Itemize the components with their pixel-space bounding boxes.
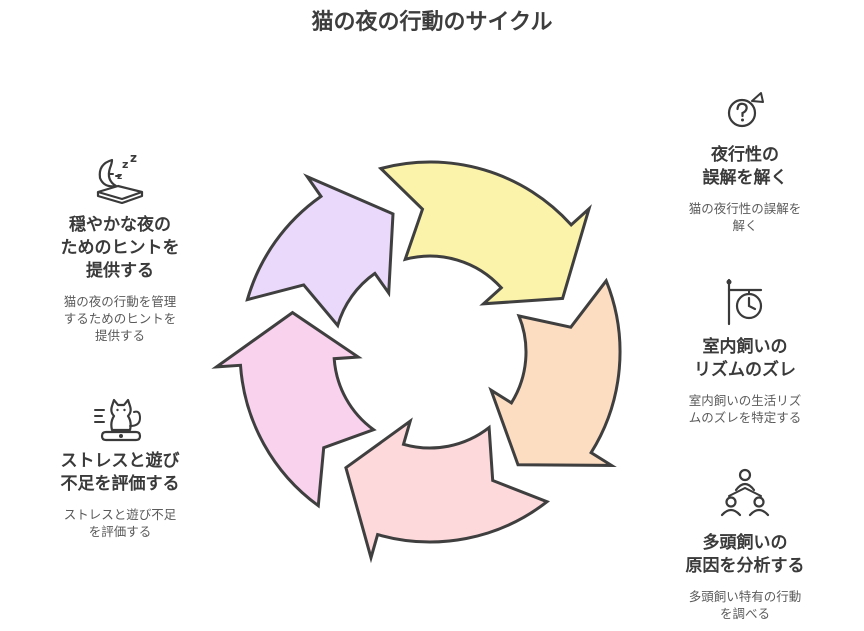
- svg-text:z: z: [130, 152, 137, 165]
- section-heading: 夜行性の 誤解を解く: [702, 145, 788, 188]
- section-description: 猫の夜行性の誤解を 解く: [688, 201, 802, 233]
- section-heading: 多頭飼いの 原因を分析する: [685, 533, 805, 576]
- cat-stress-icon: [94, 398, 142, 442]
- section-heading: 穏やかな夜の ためのヒントを 提供する: [60, 215, 180, 281]
- section-description: 猫の夜の行動を管理 するためのヒントを 提供する: [63, 294, 177, 343]
- page-title: 猫の夜の行動のサイクル: [311, 10, 553, 35]
- section-stress-play: ストレスと遊び 不足を評価する ストレスと遊び不足 を評価する: [40, 398, 200, 540]
- cycle-arrow-peach: [488, 277, 622, 467]
- section-calm-night: z z z 穏やかな夜の ためのヒントを 提供する 猫の夜の行動を管理 するため…: [40, 152, 200, 344]
- section-misunderstanding: 夜行性の 誤解を解く 猫の夜行性の誤解を 解く: [660, 86, 830, 234]
- sleeping-face-icon: z z z: [96, 152, 144, 204]
- section-heading: 室内飼いの リズムのズレ: [694, 337, 796, 380]
- section-multi-cat: 多頭飼いの 原因を分析する 多頭飼い特有の行動 を調べる: [660, 466, 830, 622]
- section-heading: ストレスと遊び 不足を評価する: [60, 451, 180, 494]
- section-description: 室内飼いの生活リズ ムのズレを特定する: [688, 393, 802, 425]
- cycle-arrow-yellow: [377, 160, 592, 306]
- section-indoor-rhythm: 室内飼いの リズムのズレ 室内飼いの生活リズ ムのズレを特定する: [660, 276, 830, 426]
- svg-text:z: z: [122, 158, 128, 171]
- group-analysis-icon: [720, 468, 770, 517]
- svg-text:z: z: [117, 172, 122, 182]
- cycle-arrow-lavender: [245, 173, 395, 329]
- clock-sign-icon: [726, 278, 763, 326]
- section-description: ストレスと遊び不足 を評価する: [63, 507, 177, 539]
- question-person-icon: [727, 92, 764, 128]
- section-description: 多頭飼い特有の行動 を調べる: [688, 589, 802, 621]
- cycle-arrow-rose: [211, 310, 377, 509]
- cycle-arrow-pink: [344, 417, 551, 564]
